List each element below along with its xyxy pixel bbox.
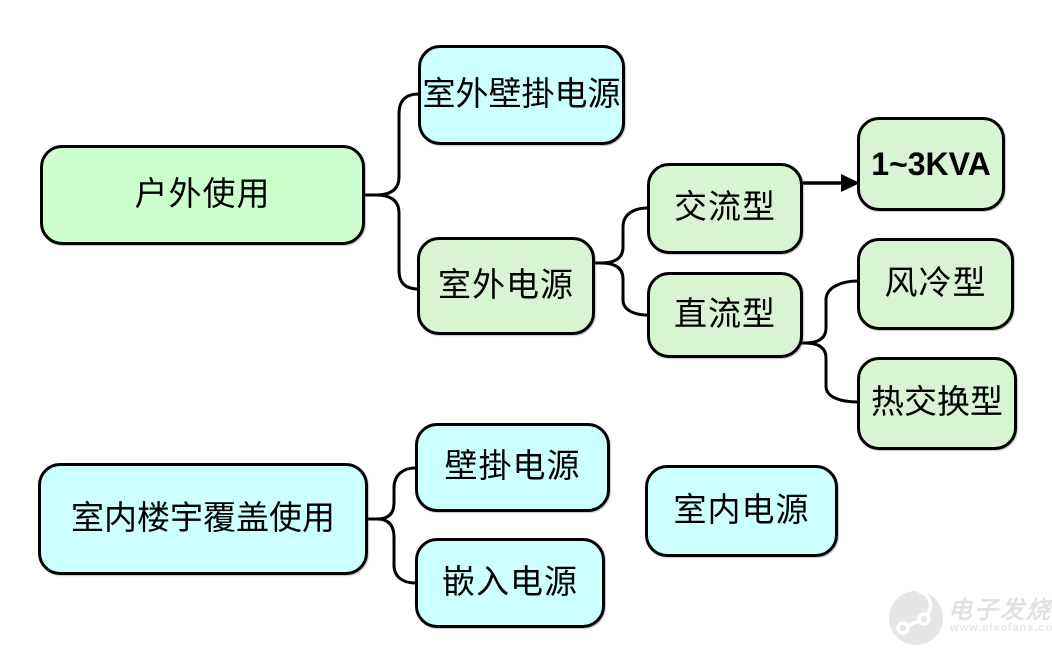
node-outdoor-wall-mounted-power: 室外壁掛电源: [418, 45, 625, 145]
node-air-cooled-type: 风冷型: [857, 238, 1014, 330]
node-kva-range: 1~3KVA: [857, 117, 1005, 211]
node-indoor-building-coverage-use: 室内楼宇覆盖使用: [38, 463, 368, 575]
node-embedded-power: 嵌入电源: [415, 538, 605, 628]
brace-connector-outdoor-power: [600, 206, 650, 317]
watermark: 电子发烧友 www.elecfans.com: [886, 578, 1052, 648]
node-outdoor-use: 户外使用: [40, 145, 365, 245]
node-outdoor-power: 室外电源: [417, 237, 595, 335]
watermark-site-text: www.elecfans.com: [950, 622, 1052, 634]
elecfans-logo-icon: [889, 589, 943, 645]
node-wall-mounted-power: 壁掛电源: [415, 423, 610, 512]
brace-connector-dc-type: [804, 279, 860, 404]
node-dc-type: 直流型: [647, 272, 803, 358]
brace-connector-indoor-use: [376, 466, 417, 585]
watermark-brand-text: 电子发烧友: [948, 598, 1052, 624]
node-indoor-power: 室内电源: [645, 465, 838, 557]
node-heat-exchange-type: 热交换型: [857, 357, 1017, 450]
brace-connector-outdoor-use: [375, 92, 421, 291]
node-ac-type: 交流型: [647, 163, 803, 254]
